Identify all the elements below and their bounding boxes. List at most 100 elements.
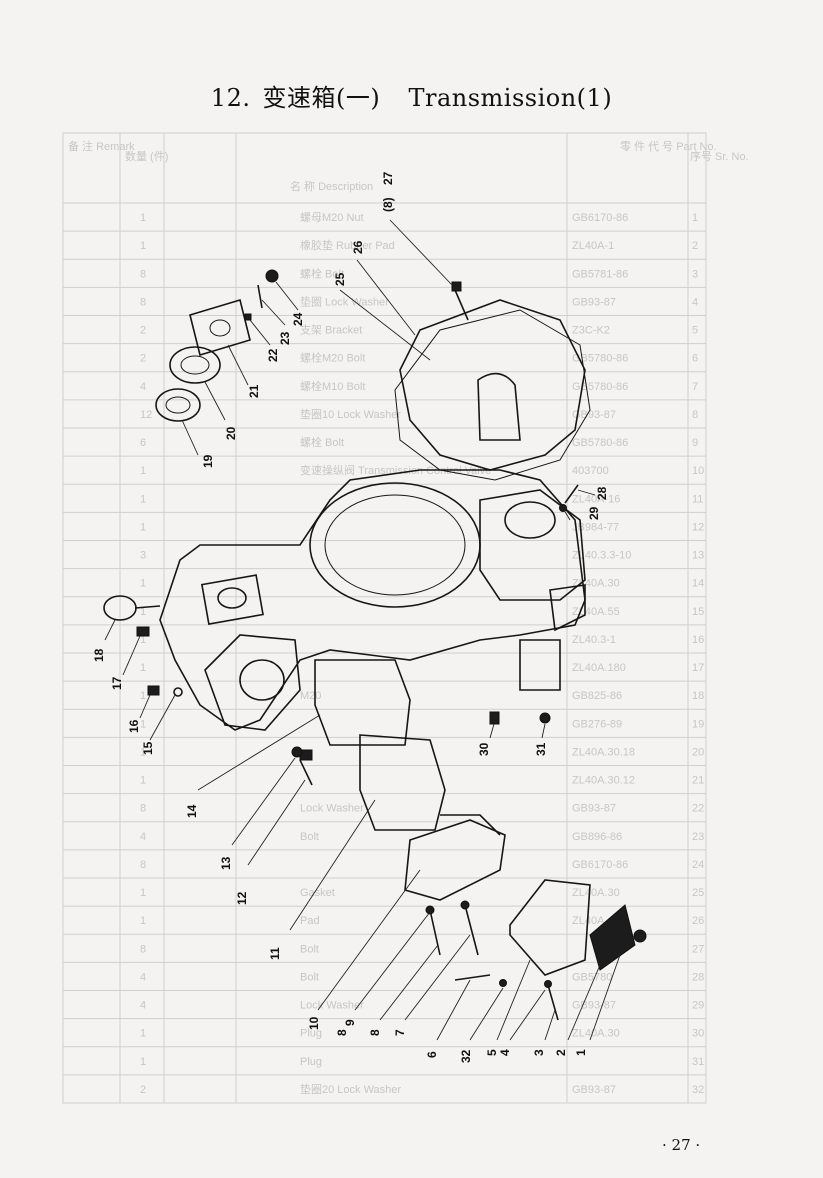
table-cell-no: 10 [692,465,704,477]
table-cell-qty: 1 [140,521,146,533]
leader-25 [339,289,431,361]
callout-14: 14 [185,804,199,818]
table-cell-no: 27 [692,943,704,955]
table-cell-name: 垫圈10 Lock Washer [300,407,401,421]
table-cell-no: 9 [692,437,698,449]
table-cell-part-no: GB5780-86 [572,353,628,365]
table-cell-name: Plug [300,1056,322,1068]
table-cell-qty: 8 [140,268,146,280]
table-cell-part-no: 403700 [572,465,609,477]
table-cell-no: 19 [692,718,704,730]
table-cell-name: 螺母M20 Nut [300,211,364,224]
table-cell-qty: 1 [140,240,146,252]
leader-19 [181,419,199,456]
table-cell-no: 21 [692,775,704,787]
callout-16: 16 [127,719,141,733]
col-header-remark: 备 注 Remark [68,139,135,153]
leader-20 [204,381,226,421]
table-cell-no: 28 [692,971,704,983]
callout-26: 26 [351,240,365,254]
table-cell-no: 26 [692,915,704,927]
leader-18 [104,619,116,641]
table-cell-part-no: ZL40A.180 [572,662,626,674]
col-header-name: 名 称 Description [290,179,373,193]
callout-15: 15 [141,741,155,755]
table-cell-part-no: GB93-87 [572,1084,616,1096]
table-cell-no: 29 [692,1000,704,1012]
rear-cover [394,281,591,481]
table-cell-name: 螺栓M20 Bolt [300,351,365,365]
flange-hole [209,319,231,337]
housing-right-case [479,489,586,601]
table-cell-qty: 1 [140,606,146,618]
left-fittings [103,595,183,697]
leader-22 [249,319,271,346]
parts-table-ghost: 零 件 代 号 Part No. 名 称 Description 序号 Sr. … [62,132,749,1104]
leader-23 [261,299,286,326]
table-cell-part-no: GB93-87 [572,296,616,308]
table-cell-qty: 1 [140,690,146,702]
table-cell-no: 6 [692,353,698,365]
side-window [519,639,561,691]
callout-8: 8 [368,1029,382,1036]
table-cell-no: 22 [692,803,704,815]
washer-32 [499,979,507,987]
washer-22 [244,313,252,321]
leader-1 [589,954,621,1041]
callout-numbers: 1 2 3 4 5 6 7 8 9 8 10 11 12 13 14 15 16… [92,171,609,1063]
callout-20: 20 [224,426,238,440]
table-cell-qty: 1 [140,578,146,590]
washer-15 [173,687,183,697]
table-cell-qty: 1 [140,775,146,787]
left-port-hole [217,587,247,609]
right-bore [504,501,556,539]
table-cell-qty: 4 [140,831,146,843]
housing-main-bore [309,482,481,608]
bracket-5 [509,879,591,976]
callout-2: 2 [554,1049,568,1056]
col-header-no: 序号 Sr. No. [690,149,749,163]
leader-21 [227,344,249,386]
bracket-assembly [499,879,647,1021]
table-cell-qty: 8 [140,803,146,815]
table-cell-part-no: GB93-87 [572,1000,616,1012]
leader-11 [289,799,376,931]
gasket-11 [359,734,446,831]
table-cell-no: 17 [692,662,704,674]
transmission-housing [159,469,586,731]
leader-16 [139,694,151,719]
leader-8 [379,944,439,1021]
plug-16 [147,685,160,696]
leader-30 [489,723,495,739]
eye-bolt-shank [134,605,161,609]
table-cell-no: 20 [692,746,704,758]
table-cell-part-no: ZL40A.30 [572,887,620,899]
table-cell-no: 25 [692,887,704,899]
leader-9 [354,911,431,1011]
table-cell-part-no: JB984-77 [572,521,619,533]
table-cell-no: 30 [692,1028,704,1040]
leader-17 [122,635,141,676]
leader-29 [563,509,571,521]
valve-body-10 [404,819,506,901]
table-cell-qty: 6 [140,437,146,449]
table-cell-qty: 1 [140,212,146,224]
table-cell-no: 13 [692,550,704,562]
title-english: Transmission(1) [408,84,613,112]
table-cell-part-no: ZL40A.30.12 [572,775,635,787]
table-cell-name: Lock Washer [300,1000,364,1012]
front-face-plate [204,634,301,731]
leader-6 [436,979,471,1041]
callout-31: 31 [534,742,548,756]
bolt-27-head [451,281,462,292]
table-cell-name: 螺栓 Bolt [300,435,344,449]
table-cell-no: 8 [692,409,698,421]
table-cell-part-no: GB896-86 [572,831,622,843]
nut-24 [265,269,279,283]
callout-25: 25 [333,272,347,286]
table-cell-qty: 8 [140,859,146,871]
table-cell-part-no: Z3C-K2 [572,325,610,337]
leader-7 [404,934,471,1021]
table-cell-no: 16 [692,634,704,646]
table-cell-qty: 1 [140,915,146,927]
